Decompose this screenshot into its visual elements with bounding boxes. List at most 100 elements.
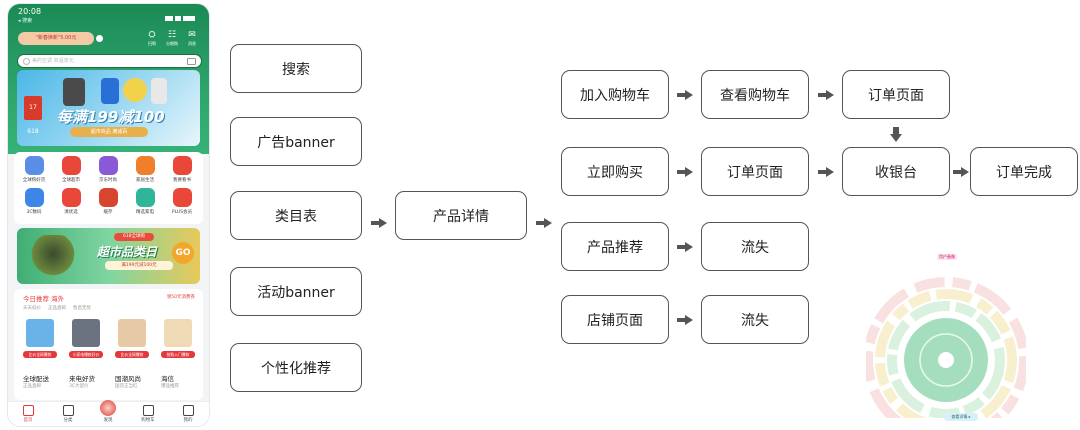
recommend-product[interactable]: 比价全网爆款 — [114, 319, 150, 358]
arrow-right-icon — [677, 90, 694, 100]
recommend-product-image — [164, 319, 192, 347]
node-product-recommend: 产品推荐 — [561, 222, 669, 271]
ad-banner[interactable]: 17 618 每满199减100 超市商品 满减百 — [17, 70, 200, 146]
node-add-to-cart: 加入购物车 — [561, 70, 669, 119]
category-icon — [135, 156, 155, 175]
tab-item[interactable]: 购物车 — [128, 405, 168, 423]
arrow-right-icon — [953, 167, 970, 177]
recommend-product-button[interactable]: 比价全网爆款 — [23, 351, 57, 358]
tab-icon — [182, 405, 194, 416]
promo-tag[interactable]: "新春焕新"5.00元 — [18, 32, 94, 45]
scan-icon[interactable]: ⛭扫啊 — [148, 30, 156, 46]
category-icon — [98, 188, 118, 207]
category-item[interactable]: 我要看书 — [164, 156, 200, 183]
channel-title: 海信 — [161, 375, 174, 383]
recommend-coupon[interactable]: 领50元消费券 — [166, 295, 195, 300]
activity-go-button[interactable]: GO — [172, 242, 194, 264]
header-icons: ⛭扫啊 ☷分期购 ✉消息 — [143, 30, 203, 52]
ad-pill[interactable]: 超市商品 满减百 — [70, 127, 148, 137]
status-time: 20:08 — [18, 7, 42, 16]
tab-icon — [62, 405, 74, 416]
activity-title: 超市品类日 — [97, 245, 158, 259]
recommend-title: 今日推荐 海外 — [23, 295, 65, 303]
search-input[interactable]: 美的空调 高温单元 — [17, 54, 202, 68]
tab-icon — [142, 405, 154, 416]
tab-item[interactable]: 我的 — [168, 405, 208, 423]
recommend-product[interactable]: 比价全网爆款 — [22, 319, 58, 358]
channel-subtitle: 正品直邮 — [23, 384, 41, 389]
tab-item[interactable]: 发现 — [88, 400, 128, 423]
entry-ad-banner: 广告banner — [230, 117, 362, 166]
recommend-product-button[interactable]: 比价全网爆款 — [115, 351, 149, 358]
node-buy-now: 立即购买 — [561, 147, 669, 196]
category-item[interactable]: 京东时尚 — [90, 156, 126, 183]
recommend-product-button[interactable]: 小家电爆款好价 — [69, 351, 103, 358]
node-order-page: 订单页面 — [701, 147, 809, 196]
category-icon — [61, 156, 81, 175]
channel-subtitle: 国货正当红 — [115, 384, 138, 389]
category-item[interactable]: 家居生活 — [127, 156, 163, 183]
category-item[interactable]: 精选家电 — [127, 188, 163, 215]
sunburst-detail-button[interactable]: 查看详情 ▸ — [944, 413, 978, 421]
activity-banner[interactable]: 618全球购 超市品类日 满199元减100元 GO — [17, 228, 200, 284]
node-churn: 流失 — [701, 295, 809, 344]
category-icon — [172, 156, 192, 175]
recommend-channel[interactable]: 全球配送正品直邮 — [23, 373, 65, 389]
wifi-icon — [175, 16, 181, 21]
tab-label: 发现 — [103, 418, 113, 423]
phone-screenshot: 20:08 ◂ 搜索 "新春焕新"5.00元 ⛭扫啊 ☷分期购 ✉消息 美的空调… — [8, 4, 209, 426]
recommend-channel[interactable]: 国潮风尚国货正当红 — [115, 373, 157, 389]
arrow-right-icon — [371, 218, 388, 228]
ad-product-image — [63, 78, 85, 106]
search-placeholder: 美的空调 高温单元 — [32, 58, 74, 64]
promo-close-icon[interactable] — [96, 35, 103, 42]
entry-category-list: 类目表 — [230, 191, 362, 240]
message-icon[interactable]: ✉消息 — [188, 30, 196, 46]
tab-item[interactable]: 分类 — [48, 405, 88, 423]
category-label: 我要看书 — [173, 178, 191, 183]
signal-icon — [165, 16, 173, 21]
category-icon — [24, 156, 44, 175]
category-icon — [172, 188, 192, 207]
ad-product-image — [123, 78, 147, 102]
category-item[interactable]: 全球超市 — [53, 156, 89, 183]
category-item[interactable]: 缓存 — [90, 188, 126, 215]
node-order-page: 订单页面 — [842, 70, 950, 119]
category-icon — [24, 188, 44, 207]
tab-label: 分类 — [63, 418, 73, 423]
category-item[interactable]: PLUS会员 — [164, 188, 200, 215]
sunburst-label: 用户画像 — [937, 254, 957, 260]
tab-label: 购物车 — [141, 418, 155, 423]
category-icon — [98, 156, 118, 175]
channel-subtitle: 爆品推荐 — [161, 384, 179, 389]
category-label: 精选家电 — [136, 210, 154, 215]
activity-tag: 618全球购 — [114, 233, 154, 241]
camera-icon[interactable] — [187, 58, 196, 65]
recommend-product-button[interactable]: 抢购入门爆款 — [161, 351, 195, 358]
battery-icon — [183, 16, 195, 21]
category-grid: 全球购好货全球超市京东时尚 家居生活我要看书 3C数码 清优选 缓存 精选家电 PLUS会员 — [14, 152, 203, 234]
recommend-subtitles: 天天低价正品直邮售后无忧 — [23, 306, 91, 311]
recommend-product-image — [72, 319, 100, 347]
recommend-product[interactable]: 抢购入门爆款 — [160, 319, 196, 358]
recommend-card: 今日推荐 海外 领50元消费券 天天低价正品直邮售后无忧 比价全网爆款 小家电爆款… — [14, 289, 203, 400]
tab-icon — [100, 400, 116, 416]
status-back-link[interactable]: ◂ 搜索 — [18, 18, 33, 24]
ad-title: 每满199减100 — [57, 108, 165, 126]
category-label: 缓存 — [103, 210, 113, 215]
category-item[interactable]: 全球购好货 — [16, 156, 52, 183]
recommend-channel[interactable]: 海信爆品推荐 — [161, 373, 203, 389]
category-label: 京东时尚 — [99, 178, 117, 183]
category-item[interactable]: 清优选 — [53, 188, 89, 215]
entry-personalized-recommend: 个性化推荐 — [230, 343, 362, 392]
tab-item[interactable]: 首页 — [8, 405, 48, 423]
category-item[interactable]: 3C数码 — [16, 188, 52, 215]
category-label: 3C数码 — [26, 210, 42, 215]
installment-icon[interactable]: ☷分期购 — [166, 30, 178, 46]
recommend-product-image — [118, 319, 146, 347]
category-label: 清优选 — [64, 210, 78, 215]
node-cashier: 收银台 — [842, 147, 950, 196]
recommend-product[interactable]: 小家电爆款好价 — [68, 319, 104, 358]
channel-title: 全球配送 — [23, 375, 49, 383]
